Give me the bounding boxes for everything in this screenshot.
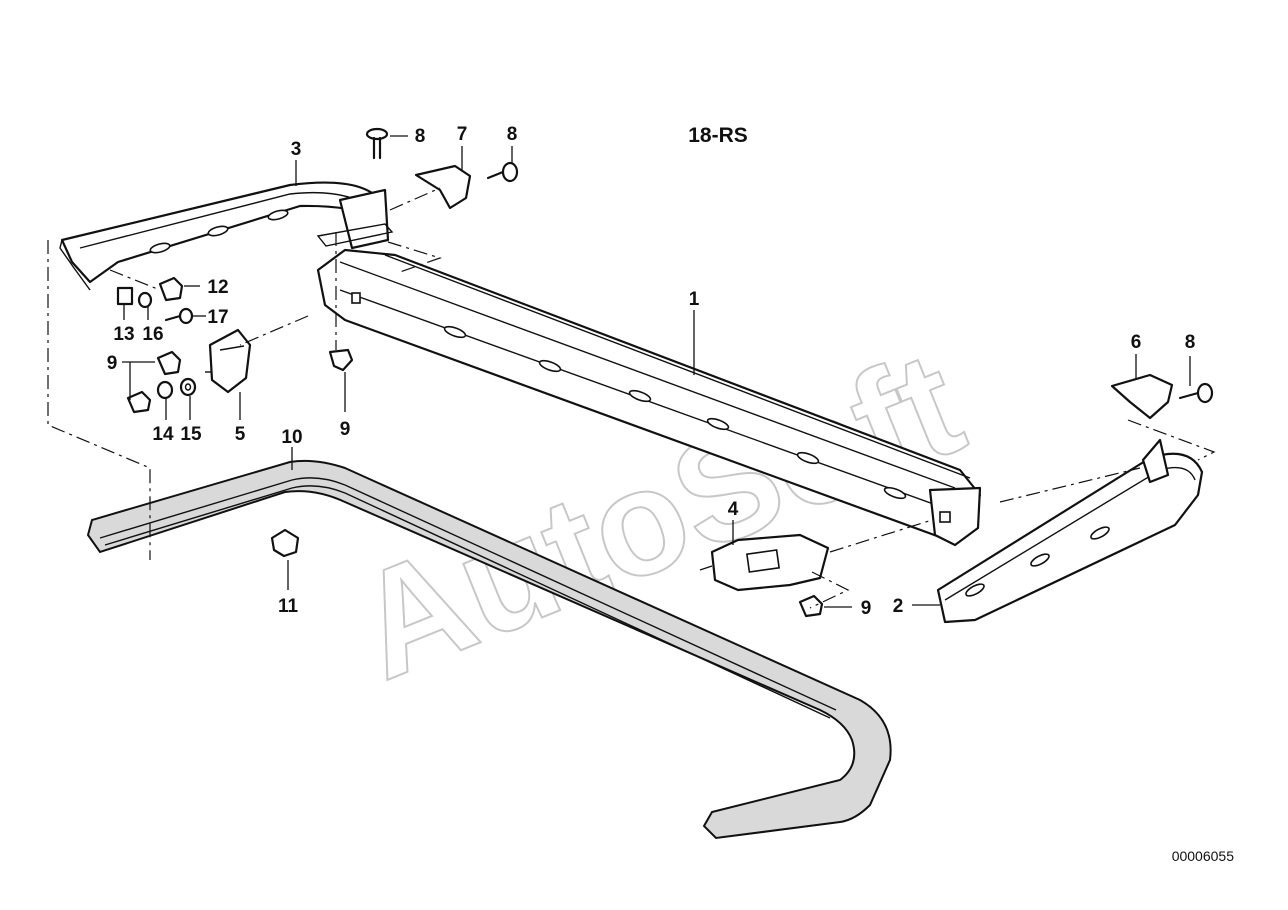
fasteners (116, 127, 1214, 618)
part-10-bumper-strip[interactable] (86, 459, 892, 840)
part-6-right-clip[interactable] (1110, 373, 1174, 420)
callout-8-top: 8 (415, 126, 426, 147)
part-2-right-end-cap[interactable] (936, 438, 1204, 624)
callout-1: 1 (689, 289, 700, 310)
callout-6: 6 (1131, 332, 1142, 353)
callout-10: 10 (281, 427, 302, 448)
callout-13: 13 (113, 324, 134, 345)
callout-labels: 3 8 7 8 1 6 8 4 9 2 9 5 15 14 9 12 17 13… (107, 124, 1196, 619)
part-11-clip[interactable] (270, 528, 300, 558)
clip-13[interactable] (116, 286, 134, 306)
callout-12: 12 (207, 277, 228, 298)
screw-8-right-of-clip-7[interactable] (486, 161, 519, 183)
diagram-id: 00006055 (1172, 848, 1235, 864)
part-3-left-end-cap[interactable] (59, 181, 394, 291)
nut-12[interactable] (158, 276, 184, 302)
callout-15: 15 (180, 424, 202, 445)
callout-3: 3 (291, 139, 302, 160)
washer-15[interactable] (179, 377, 197, 397)
callout-9-right: 9 (861, 598, 872, 619)
callout-11: 11 (278, 596, 299, 617)
group-label: 18-RS (688, 124, 748, 147)
callout-4: 4 (728, 499, 739, 520)
callout-2: 2 (893, 596, 904, 617)
callout-14: 14 (152, 424, 174, 445)
part-4-right-bracket[interactable] (699, 533, 830, 592)
callout-9-left: 9 (107, 353, 118, 374)
screw-17[interactable] (164, 307, 194, 325)
callout-16: 16 (142, 324, 163, 345)
washer-16[interactable] (137, 291, 153, 309)
nut-9-left-upper[interactable] (156, 350, 182, 376)
nut-9-center[interactable] (328, 348, 354, 372)
callout-7: 7 (457, 124, 468, 145)
part-7-upper-clip[interactable] (414, 164, 472, 210)
assembly-lines (47, 187, 1216, 609)
screw-8-top[interactable] (365, 127, 389, 160)
part-5-left-bracket[interactable] (205, 328, 252, 394)
screw-8-right[interactable] (1178, 382, 1214, 404)
washer-14[interactable] (156, 380, 174, 400)
callout-8-clip: 8 (507, 124, 518, 145)
callout-8-right: 8 (1185, 332, 1196, 353)
callout-17: 17 (207, 307, 228, 328)
nut-9-left-lower[interactable] (126, 390, 152, 414)
callout-5: 5 (235, 424, 246, 445)
callout-9-center: 9 (340, 419, 351, 440)
part-1-bumper-carrier[interactable] (316, 248, 982, 547)
leader-lines (122, 135, 1191, 608)
nut-9-right[interactable] (798, 594, 824, 618)
